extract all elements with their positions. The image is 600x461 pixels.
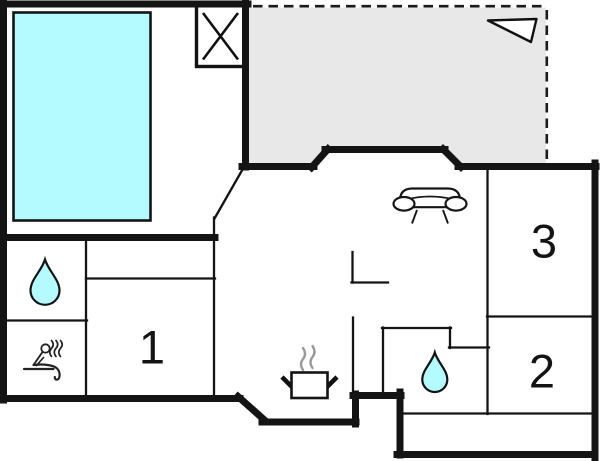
terrace-area [248,4,549,165]
water-drop-icon-2 [421,348,449,394]
swimming-pool-icon [12,11,152,222]
cooking-pot-icon [280,344,339,400]
sofa-icon [392,187,468,224]
wall-diagonal-bottom [233,391,270,426]
window-x-icon [194,3,247,69]
north-arrow-icon [486,17,538,44]
terrace-fill [248,7,546,165]
interior-walls [0,164,595,416]
kitchen-counter-icon [350,250,390,284]
room-2-label: 2 [529,345,555,398]
wall-hall-diagonal [212,164,247,221]
room-1-label: 1 [139,321,165,374]
water-drop-icon [29,255,61,306]
sauna-person-icon [22,339,64,381]
room-3-label: 3 [531,215,557,268]
